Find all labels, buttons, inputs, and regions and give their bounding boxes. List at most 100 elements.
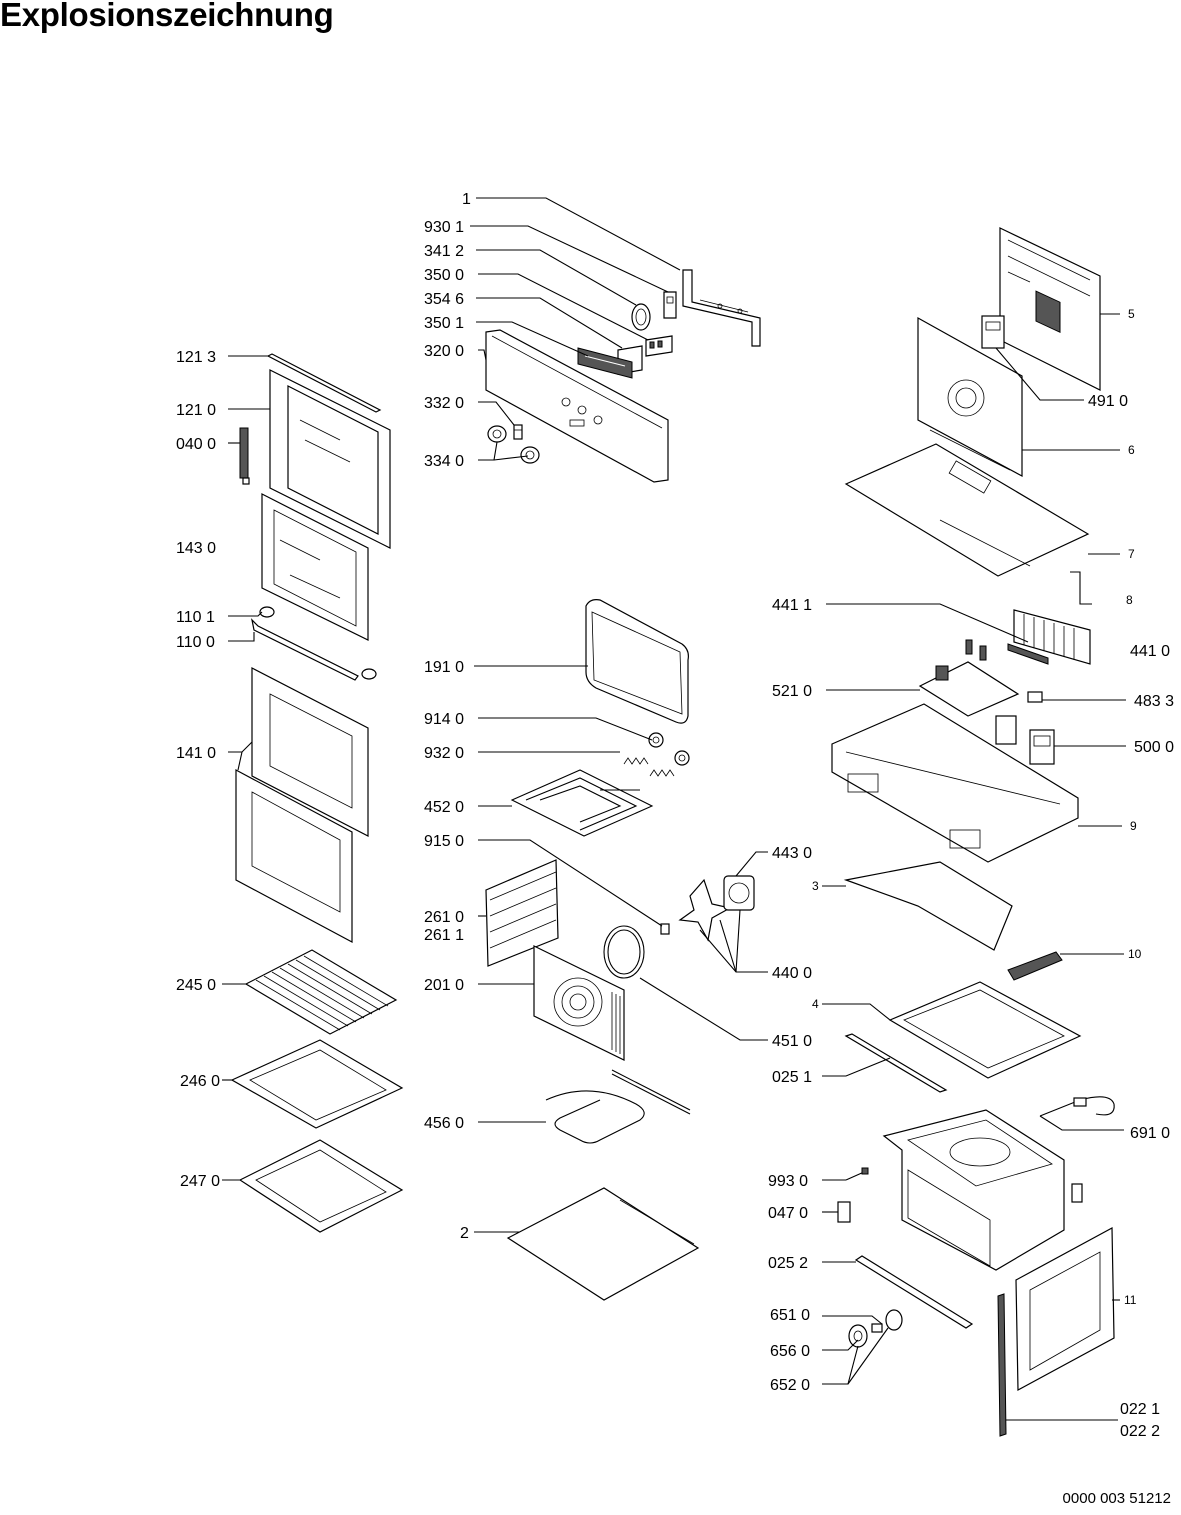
part-930-1-clip: [663, 291, 677, 319]
part-11-side-wall: [1015, 1227, 1115, 1391]
part-8-bracket: [1070, 571, 1092, 605]
label-1: 1: [462, 191, 471, 208]
part-993-0-screw: [845, 1167, 869, 1181]
part-334-0-knobs: [487, 425, 540, 464]
part-3-cover-plate: [843, 861, 1013, 951]
part-452-0-grill-element: [510, 769, 654, 837]
label-047-0: 047 0: [768, 1205, 808, 1222]
part-047-0-bracket: [837, 1201, 851, 1223]
part-320-0-control-panel: [485, 329, 669, 483]
label-334-0: 334 0: [424, 453, 464, 470]
label-110-1: 110 1: [176, 609, 215, 626]
part-341-2-ring: [631, 303, 651, 331]
label-245-0: 245 0: [176, 977, 216, 994]
label-143-0: 143 0: [176, 540, 216, 557]
part-6-rear-panel: [917, 316, 1023, 478]
label-8: 8: [1126, 593, 1133, 607]
part-932-0-springs: [623, 757, 675, 777]
label-691-0: 691 0: [1130, 1125, 1170, 1142]
label-5: 5: [1128, 307, 1135, 321]
label-191-0: 191 0: [424, 659, 464, 676]
part-9-housing: [831, 703, 1079, 863]
part-121-3-trim: [266, 353, 382, 413]
label-932-0: 932 0: [424, 745, 464, 762]
label-993-0: 993 0: [768, 1173, 808, 1190]
label-441-0: 441 0: [1130, 643, 1170, 660]
part-7-top-plate: [844, 443, 1090, 577]
part-4-plate: [888, 981, 1082, 1079]
label-320-0: 320 0: [424, 343, 464, 360]
oven-cavity: [882, 1109, 1083, 1271]
part-labels: 1 930 1 341 2 350 0 354 6 350 1 320 0 33…: [176, 191, 1174, 1440]
label-11: 11: [1124, 1293, 1137, 1307]
part-440-0-fan: [678, 875, 755, 942]
label-914-0: 914 0: [424, 711, 464, 728]
label-652-0: 652 0: [770, 1377, 810, 1394]
part-500-0-switches: [995, 715, 1055, 765]
part-10-strip: [1007, 951, 1063, 981]
label-4: 4: [812, 997, 819, 1011]
part-456-0-bottom-element: [545, 1069, 691, 1144]
part-451-0-ring-element: [603, 925, 645, 979]
label-7: 7: [1128, 547, 1135, 561]
label-354-6: 354 6: [424, 291, 464, 308]
label-9: 9: [1130, 819, 1137, 833]
label-350-1: 350 1: [424, 315, 464, 332]
part-201-0-rear-wall: [533, 945, 625, 1061]
part-191-0-seal: [585, 599, 689, 724]
label-121-0: 121 0: [176, 402, 216, 419]
label-483-3: 483 3: [1134, 693, 1174, 710]
part-441-1-strip: [1007, 643, 1049, 665]
part-245-0-wire-shelf: [244, 949, 398, 1035]
part-521-0-module: [918, 639, 1020, 717]
label-110-0: 110 0: [176, 634, 215, 651]
part-2-floor-plate: [506, 1187, 700, 1301]
label-456-0: 456 0: [424, 1115, 464, 1132]
label-025-2: 025 2: [768, 1255, 808, 1272]
label-10: 10: [1128, 947, 1142, 961]
label-2: 2: [460, 1225, 469, 1242]
part-691-0-sensor: [1039, 1096, 1115, 1117]
part-025-2-strip: [854, 1255, 974, 1329]
part-483-3-connector: [1027, 691, 1043, 703]
label-441-1: 441 1: [772, 597, 812, 614]
label-452-0: 452 0: [424, 799, 464, 816]
part-915-0-nut: [660, 923, 670, 935]
label-201-0: 201 0: [424, 977, 464, 994]
label-6: 6: [1128, 443, 1135, 457]
part-5-rear-cover: [999, 227, 1101, 391]
label-247-0: 247 0: [180, 1173, 220, 1190]
document-number: 0000 003 51212: [1062, 1490, 1171, 1507]
label-025-1: 025 1: [772, 1069, 812, 1086]
part-143-0-inner-glass: [261, 493, 369, 641]
label-500-0: 500 0: [1134, 739, 1174, 756]
label-930-1: 930 1: [424, 219, 464, 236]
part-141-0-glass-panes: [235, 667, 369, 944]
label-261-0: 261 0: [424, 909, 464, 926]
part-1-bracket: [682, 269, 761, 347]
label-451-0: 451 0: [772, 1033, 812, 1050]
diagram-title: Explosionszeichnung: [0, 0, 334, 33]
label-350-0: 350 0: [424, 267, 464, 284]
label-651-0: 651 0: [770, 1307, 810, 1324]
label-656-0: 656 0: [770, 1343, 810, 1360]
label-341-2: 341 2: [424, 243, 464, 260]
part-350-1-module: [577, 347, 633, 379]
part-110-0-rod: [251, 618, 359, 681]
part-332-0-shaft: [513, 424, 523, 440]
part-491-0-component: [981, 315, 1005, 349]
label-332-0: 332 0: [424, 395, 464, 412]
part-350-0-board: [645, 335, 673, 357]
label-3: 3: [812, 879, 819, 893]
label-443-0: 443 0: [772, 845, 812, 862]
leader-lines: [222, 197, 1126, 1421]
label-440-0: 440 0: [772, 965, 812, 982]
label-915-0: 915 0: [424, 833, 464, 850]
part-441-0-tangential-fan: [1013, 609, 1091, 665]
part-022-strip: [997, 1293, 1007, 1437]
label-261-1: 261 1: [424, 927, 464, 944]
part-247-0-tray: [238, 1139, 404, 1233]
label-022-1: 022 1: [1120, 1401, 1160, 1418]
label-521-0: 521 0: [772, 683, 812, 700]
